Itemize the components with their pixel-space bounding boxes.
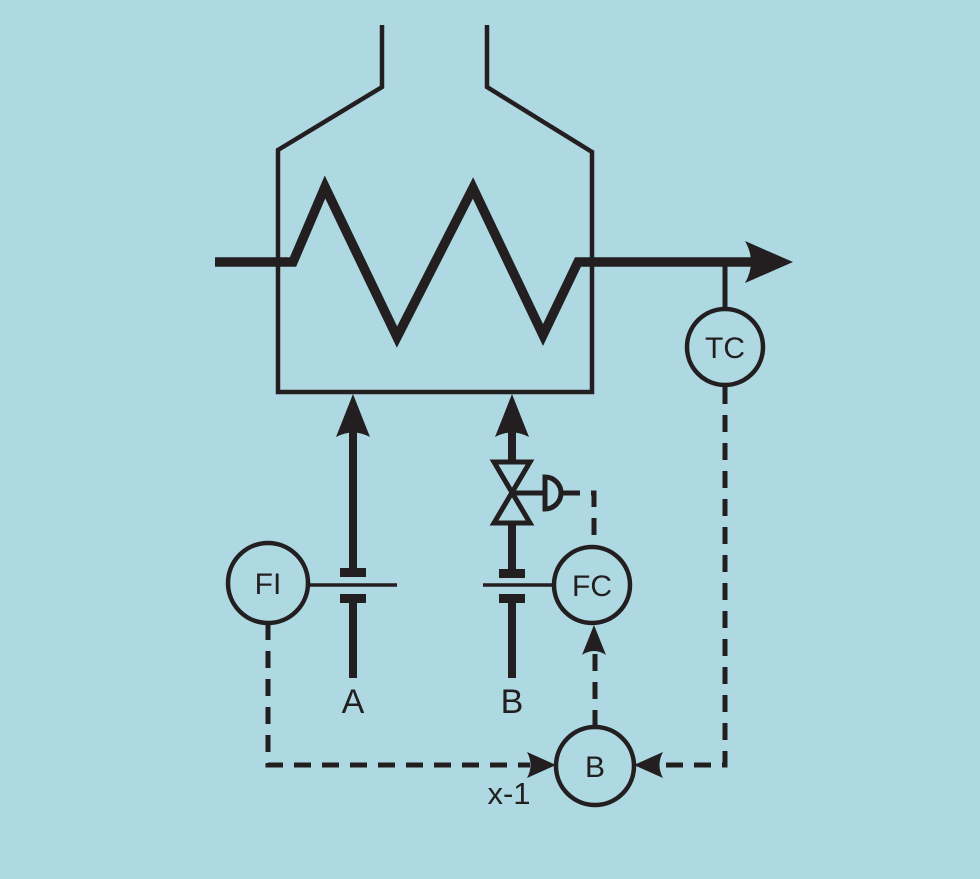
- fc-to-valve-signal-line: [563, 490, 597, 546]
- flow-controller-label: FC: [572, 570, 612, 603]
- flow-controller-bubble: [551, 544, 633, 626]
- stream-a-label: A: [342, 683, 365, 721]
- ratio-element-bubble: [553, 724, 637, 808]
- ratio-element-label: B: [585, 751, 605, 784]
- stream-b-label: B: [501, 683, 524, 721]
- control-valve-icon: [489, 459, 535, 526]
- tc-signal-line: [662, 387, 728, 768]
- fi-signal-arrowhead-icon: [527, 752, 556, 778]
- temperature-controller-label: TC: [705, 332, 745, 365]
- outlet-arrowhead-icon: [745, 241, 793, 283]
- stream-a-arrowhead-icon: [336, 394, 370, 437]
- ratio-annotation-label: x-1: [487, 776, 530, 811]
- stream-a-orifice-bar-bottom: [340, 594, 366, 603]
- ratio-to-fc-arrowhead-icon: [582, 625, 606, 655]
- stream-b-arrowhead-icon: [495, 394, 529, 437]
- fi-signal-line: [265, 623, 530, 768]
- furnace-coil-line: [215, 175, 752, 348]
- temperature-controller-bubble: [684, 306, 766, 388]
- tc-signal-arrowhead-icon: [634, 752, 663, 778]
- stream-b-orifice-bar-top: [499, 569, 525, 578]
- flow-indicator-bubble: [225, 540, 311, 626]
- stream-a-orifice-bar-top: [340, 568, 366, 577]
- stream-b-orifice-bar-bottom: [499, 594, 525, 603]
- flow-indicator-label: FI: [255, 568, 282, 601]
- furnace-outline: [275, 25, 595, 395]
- valve-actuator-dome-icon: [542, 474, 564, 512]
